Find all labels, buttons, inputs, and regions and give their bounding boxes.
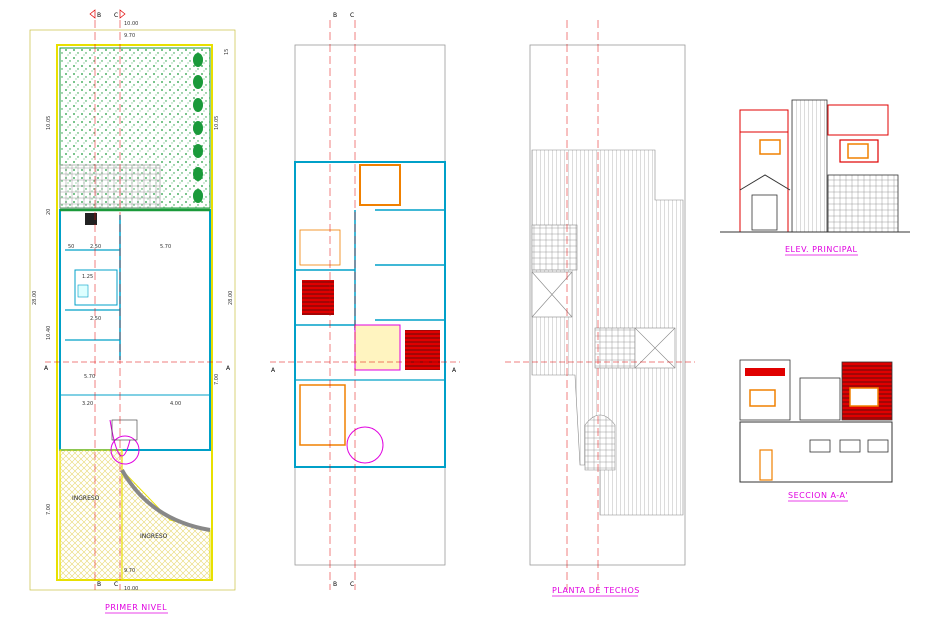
dim-side-15: 15 xyxy=(224,49,230,55)
dim-overall-width: 10.00 xyxy=(124,21,138,27)
dim-inner-width: 9.70 xyxy=(124,33,135,39)
patio-tiles xyxy=(59,164,161,209)
dim-570b: 5.70 xyxy=(84,374,95,380)
room-ingreso: INGRESO xyxy=(72,495,100,502)
roof-lot-outline xyxy=(529,44,686,566)
dim-250b: 2.50 xyxy=(90,316,101,322)
trees xyxy=(193,53,203,203)
dim-depth-b: 10.40 xyxy=(46,326,52,340)
axis-a-left: A xyxy=(44,365,49,372)
axis-b-bottom: B xyxy=(97,581,101,588)
axis-c-bottom-2: C xyxy=(350,581,354,588)
plan-segundo-nivel: B C B C A A xyxy=(270,12,460,590)
floor-walls xyxy=(294,161,446,468)
axis-b-top: B xyxy=(97,12,101,19)
dim-depth-c-left: 7.00 xyxy=(46,504,52,515)
axis-c-top: C xyxy=(114,12,118,19)
bathroom xyxy=(74,269,118,306)
dim-depth-a: 10.05 xyxy=(46,116,52,130)
axis-c-top-2: C xyxy=(350,12,354,19)
elevation-principal: ELEV. PRINCIPAL xyxy=(720,99,910,256)
dim-side-20: 20 xyxy=(46,209,52,215)
plan-primer-nivel: B C B C A A 10.00 9.70 9.70 10.00 28.00 … xyxy=(29,9,236,614)
dim-overall-depth: 28.00 xyxy=(32,291,38,305)
dim-250: 2.50 xyxy=(90,244,101,250)
axis-b-top-2: B xyxy=(333,12,337,19)
dim-400: 4.00 xyxy=(170,401,181,407)
axis-a-right-2: A xyxy=(452,367,457,374)
dim-320: 3.20 xyxy=(82,401,93,407)
building-walls xyxy=(59,209,211,451)
dim-depth-a-right: 10.05 xyxy=(214,116,220,130)
dim-570: 5.70 xyxy=(160,244,171,250)
axis-c-bottom: C xyxy=(114,581,118,588)
section-aa: SECCION A-A' xyxy=(739,359,893,502)
stair-red xyxy=(302,280,334,315)
dim-depth-c: 7.00 xyxy=(214,374,220,385)
axis-b-bottom-2: B xyxy=(333,581,337,588)
dim-overall-width-bottom: 10.00 xyxy=(124,586,138,592)
caption-planta-techos: PLANTA DE TECHOS xyxy=(552,586,640,595)
plan-techos: PLANTA DE TECHOS xyxy=(505,20,695,597)
caption-elev-principal: ELEV. PRINCIPAL xyxy=(785,245,858,254)
stair-red-2 xyxy=(405,330,440,370)
room-ingreso-2: INGRESO xyxy=(140,533,168,540)
ingreso-paving xyxy=(59,449,123,581)
axis-a-left-2: A xyxy=(271,367,276,374)
dim-inner-width-bottom: 9.70 xyxy=(124,568,135,574)
dimension-frame xyxy=(29,29,236,591)
dim-50: 50 xyxy=(68,244,74,250)
caption-seccion: SECCION A-A' xyxy=(788,491,848,500)
caption-primer-nivel: PRIMER NIVEL xyxy=(105,603,167,612)
dim-overall-depth-right: 28.00 xyxy=(228,291,234,305)
dim-125: 1.25 xyxy=(82,274,93,280)
axis-a-right: A xyxy=(226,365,231,372)
